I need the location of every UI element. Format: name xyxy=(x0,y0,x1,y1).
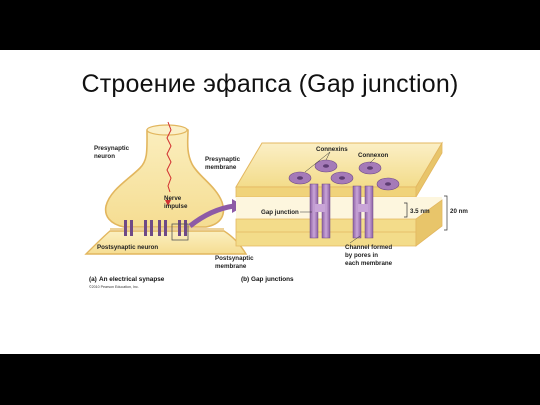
leader-lines xyxy=(300,151,376,244)
label-presynaptic-membrane-line1: Presynaptic xyxy=(205,156,241,163)
label-channel-line2: by pores in xyxy=(345,252,378,259)
presynaptic-neuron-shape xyxy=(104,124,225,228)
label-channel-line3: each membrane xyxy=(345,260,393,267)
label-postsynaptic-neuron: Postsynaptic neuron xyxy=(97,244,158,251)
label-nerve-impulse-line2: impulse xyxy=(164,203,188,210)
label-gap-width: 3.5 nm xyxy=(410,208,430,215)
panel-a-electrical-synapse: Presynaptic neuron Nerve impulse Postsyn… xyxy=(84,121,248,289)
label-postsynaptic-membrane-line2: membrane xyxy=(215,263,247,270)
impulse-arrowhead xyxy=(165,200,171,206)
intercellular-gap xyxy=(236,197,442,219)
nerve-impulse-line xyxy=(166,121,172,193)
postsynaptic-membrane-side xyxy=(415,199,443,247)
label-postsynaptic-membrane-line1: Postsynaptic xyxy=(215,255,254,262)
caption-a-letter: (a) xyxy=(89,276,97,283)
label-connexon: Connexon xyxy=(358,152,388,159)
presynaptic-membrane-side xyxy=(415,141,443,199)
postsynaptic-neuron-shape xyxy=(84,230,248,255)
zoom-box xyxy=(171,223,189,241)
zoom-arrow xyxy=(188,203,235,228)
dimension-brackets xyxy=(404,195,448,231)
label-presynaptic-neuron-line1: Presynaptic xyxy=(94,145,130,152)
label-nerve-impulse-line1: Nerve xyxy=(164,195,182,202)
label-presynaptic-membrane-line2: membrane xyxy=(205,164,237,171)
slide-title: Строение эфапса (Gap junction) xyxy=(81,70,459,98)
synapse-connexons xyxy=(124,220,187,236)
label-total-width: 20 nm xyxy=(450,208,468,215)
label-connexins: Connexins xyxy=(316,146,348,153)
connexon-channel-1 xyxy=(309,183,331,239)
caption-b-text: Gap junctions xyxy=(251,276,294,283)
connexon-rosettes xyxy=(288,159,400,191)
axon-cross-section xyxy=(146,124,188,136)
panel-b-gap-junctions: Presynaptic membrane Connexins Connexon … xyxy=(205,141,468,283)
label-gap-junction: Gap junction xyxy=(261,209,299,216)
copyright-note: ©2010 Pearson Education, Inc. xyxy=(89,285,139,289)
caption-a-text: An electrical synapse xyxy=(99,276,165,283)
label-channel-line1: Channel formed xyxy=(345,244,392,251)
label-presynaptic-neuron-line2: neuron xyxy=(94,153,115,160)
caption-b-letter: (b) xyxy=(241,276,249,283)
